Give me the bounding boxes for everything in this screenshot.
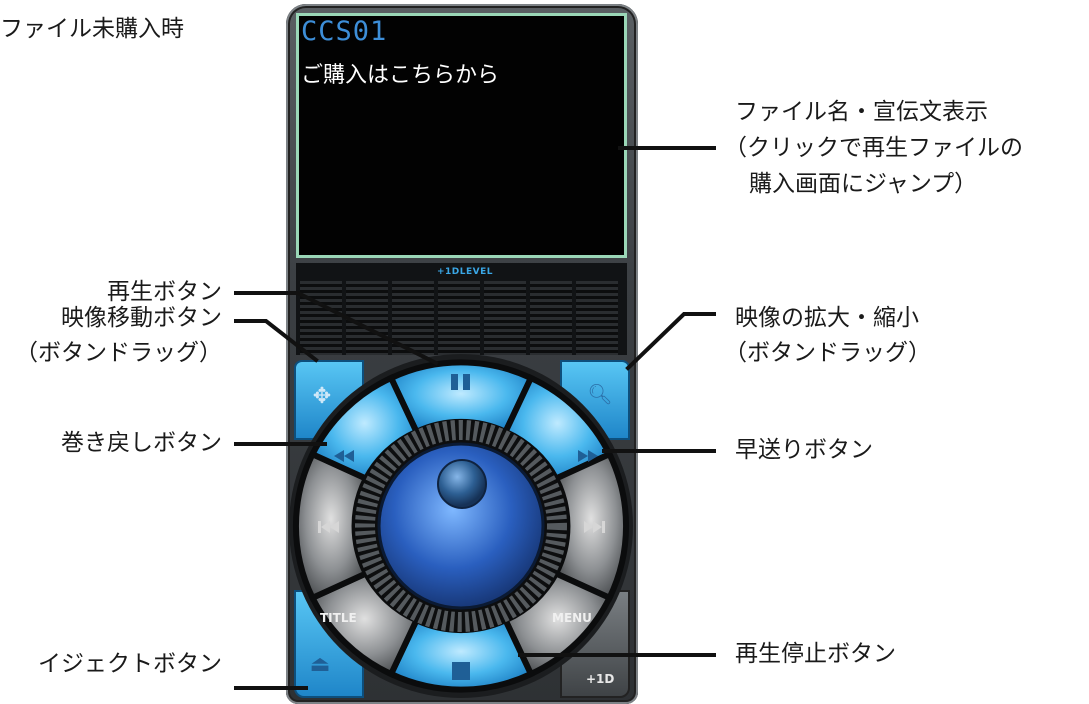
magnifier-icon: 🔍︎ — [587, 382, 613, 406]
annotation-file-name-line2: （クリックで再生ファイルの — [724, 135, 1023, 161]
title-label: TITLE — [320, 611, 357, 625]
pause-icon — [451, 374, 470, 390]
annotation-video-move-line2: （ボタンドラッグ） — [15, 340, 222, 366]
purchase-link-text[interactable]: ご購入はこちらから — [301, 63, 500, 88]
menu-label: MENU — [552, 611, 592, 625]
stop-icon — [452, 662, 470, 680]
level-meter-column — [576, 281, 618, 355]
jog-dial-handle[interactable] — [437, 459, 487, 509]
plus1d-label: +1D — [586, 672, 615, 686]
annotation-file-name-line1: ファイル名・宣伝文表示 — [735, 99, 988, 125]
move-arrows-icon: ✥ — [312, 384, 332, 409]
annotation-zoom-line1: 映像の拡大・縮小 — [735, 305, 919, 331]
annotation-video-move-line1: 映像移動ボタン — [61, 305, 222, 331]
annotation-not-purchased: ファイル未購入時 — [0, 16, 184, 42]
annotation-zoom-line2: （ボタンドラッグ） — [724, 340, 931, 366]
fast-forward-icon — [578, 450, 598, 462]
file-code: CCS01 — [301, 16, 388, 47]
level-meter-title: +1DLEVEL — [436, 267, 493, 277]
level-meter-column — [484, 281, 526, 355]
level-meter-column — [530, 281, 572, 355]
annotation-fast-forward-button: 早送りボタン — [735, 437, 873, 463]
jog-dial-knob[interactable] — [377, 442, 545, 610]
jog-dial-ridges — [355, 420, 567, 632]
level-meter-column — [438, 281, 480, 355]
skip-back-icon — [318, 521, 339, 533]
eject-icon: ⏏ — [309, 652, 331, 677]
annotation-play-button: 再生ボタン — [107, 279, 222, 305]
skip-forward-icon — [584, 521, 605, 533]
annotation-stop-button: 再生停止ボタン — [735, 641, 896, 667]
file-info-display[interactable]: CCS01 ご購入はこちらから — [296, 13, 627, 258]
rewind-icon — [334, 450, 354, 462]
annotation-rewind-button: 巻き戻しボタン — [61, 430, 222, 456]
annotation-file-name-line3: 購入画面にジャンプ） — [749, 171, 978, 197]
annotation-eject-button: イジェクトボタン — [38, 651, 222, 677]
